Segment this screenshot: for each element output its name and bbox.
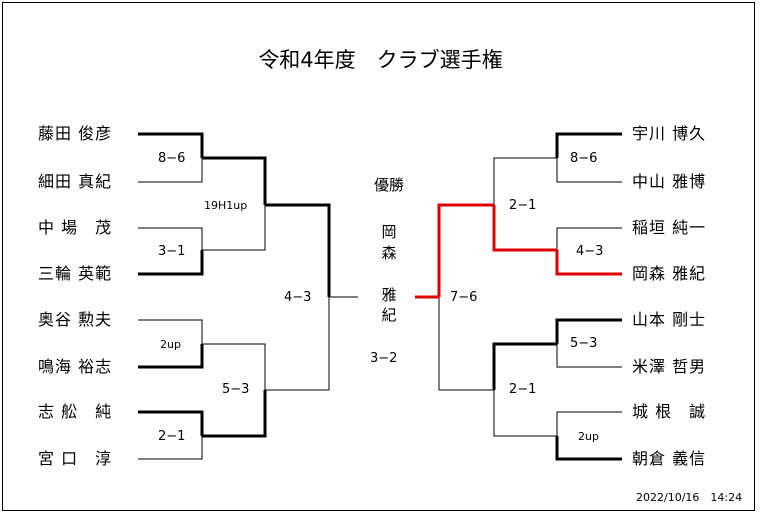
left-r1-match1-win bbox=[138, 132, 204, 158]
left-r1-score-1: 8−6 bbox=[158, 151, 186, 166]
left-player-5: 奥谷 勲夫 bbox=[38, 310, 113, 329]
left-r2-match2-win bbox=[202, 390, 267, 438]
right-player-3: 稲垣 純一 bbox=[632, 218, 707, 237]
timestamp: 2022/10/16 14:24 bbox=[636, 491, 743, 504]
right-r1-match1-win bbox=[555, 132, 622, 158]
champion-name-char-3: 雅 bbox=[381, 286, 397, 304]
third-place-score: 3−2 bbox=[370, 351, 398, 366]
champion-name-char-2: 森 bbox=[381, 244, 397, 262]
left-r2-match1-win bbox=[202, 156, 267, 205]
left-r3-win bbox=[265, 203, 331, 297]
left-player-3: 中 場 茂 bbox=[38, 218, 113, 237]
left-player-7: 志 舩 純 bbox=[38, 402, 113, 421]
final-score: 7−6 bbox=[450, 290, 478, 305]
left-player-4: 三輪 英範 bbox=[38, 264, 113, 283]
left-player-1: 藤田 俊彦 bbox=[38, 124, 113, 143]
right-r1-score-2: 4−3 bbox=[576, 244, 604, 259]
right-player-6: 米澤 哲男 bbox=[632, 357, 707, 376]
right-player-1: 宇川 博久 bbox=[632, 124, 707, 143]
left-r1-score-2: 3−1 bbox=[158, 244, 186, 259]
bracket-frame bbox=[2, 2, 755, 511]
champion-name-char-4: 紀 bbox=[381, 306, 397, 324]
right-r1-score-3: 5−3 bbox=[570, 336, 598, 351]
left-r1-match4-win bbox=[138, 410, 204, 436]
right-r2-score-1: 2−1 bbox=[509, 198, 537, 213]
left-player-6: 鳴海 裕志 bbox=[38, 357, 113, 376]
right-r2-match2-win bbox=[492, 342, 557, 390]
right-r3-win bbox=[437, 203, 494, 297]
right-player-7: 城 根 誠 bbox=[632, 402, 707, 421]
left-r1-score-4: 2−1 bbox=[158, 429, 186, 444]
champion-label: 優勝 bbox=[373, 176, 404, 194]
right-player-4: 岡森 雅紀 bbox=[632, 264, 707, 283]
left-player-8: 宮 口 淳 bbox=[38, 449, 113, 468]
left-r1-score-3: 2up bbox=[160, 338, 181, 351]
right-r2-match1-win bbox=[492, 205, 557, 252]
left-r3-score: 4−3 bbox=[284, 290, 312, 305]
right-r1-match4-win bbox=[555, 436, 622, 461]
left-player-2: 細田 真紀 bbox=[38, 172, 113, 191]
left-r2-score-2: 5−3 bbox=[222, 382, 250, 397]
right-player-2: 中山 雅博 bbox=[632, 172, 707, 191]
left-r2-score-1: 19H1up bbox=[204, 199, 248, 212]
left-r1-match3-win bbox=[138, 344, 204, 369]
right-r1-score-4: 2up bbox=[578, 430, 599, 443]
champion-name-char-1: 岡 bbox=[381, 223, 397, 241]
right-r1-score-1: 8−6 bbox=[570, 151, 598, 166]
right-r1-match3-win bbox=[555, 318, 622, 344]
right-r1-match2-win bbox=[555, 250, 622, 276]
right-r2-score-2: 2−1 bbox=[509, 382, 537, 397]
right-player-5: 山本 剛士 bbox=[632, 310, 707, 329]
page-title: 令和4年度 クラブ選手権 bbox=[258, 48, 503, 72]
right-player-8: 朝倉 義信 bbox=[632, 449, 707, 468]
left-r1-match2-win bbox=[138, 250, 204, 276]
